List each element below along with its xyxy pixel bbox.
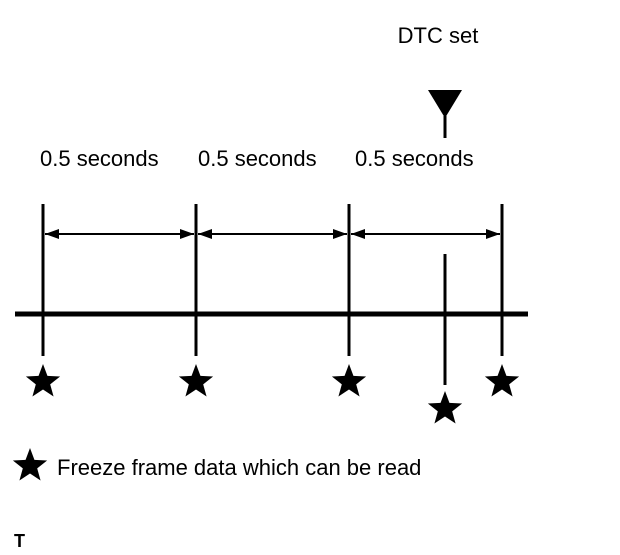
star-icon xyxy=(178,364,214,397)
star-icon xyxy=(484,364,520,397)
star-icon xyxy=(331,364,367,397)
interval-label-3: 0.5 seconds xyxy=(355,146,474,171)
legend-star-icon xyxy=(12,448,48,481)
dtc-set-label: DTC set xyxy=(398,23,479,48)
legend-label: Freeze frame data which can be read xyxy=(57,455,421,480)
interval-label-2: 0.5 seconds xyxy=(198,146,317,171)
star-icon xyxy=(25,364,61,397)
corner-mark: T xyxy=(14,531,25,551)
star-icon xyxy=(427,391,463,424)
interval-label-1: 0.5 seconds xyxy=(40,146,159,171)
dtc-set-marker-icon xyxy=(428,90,462,118)
